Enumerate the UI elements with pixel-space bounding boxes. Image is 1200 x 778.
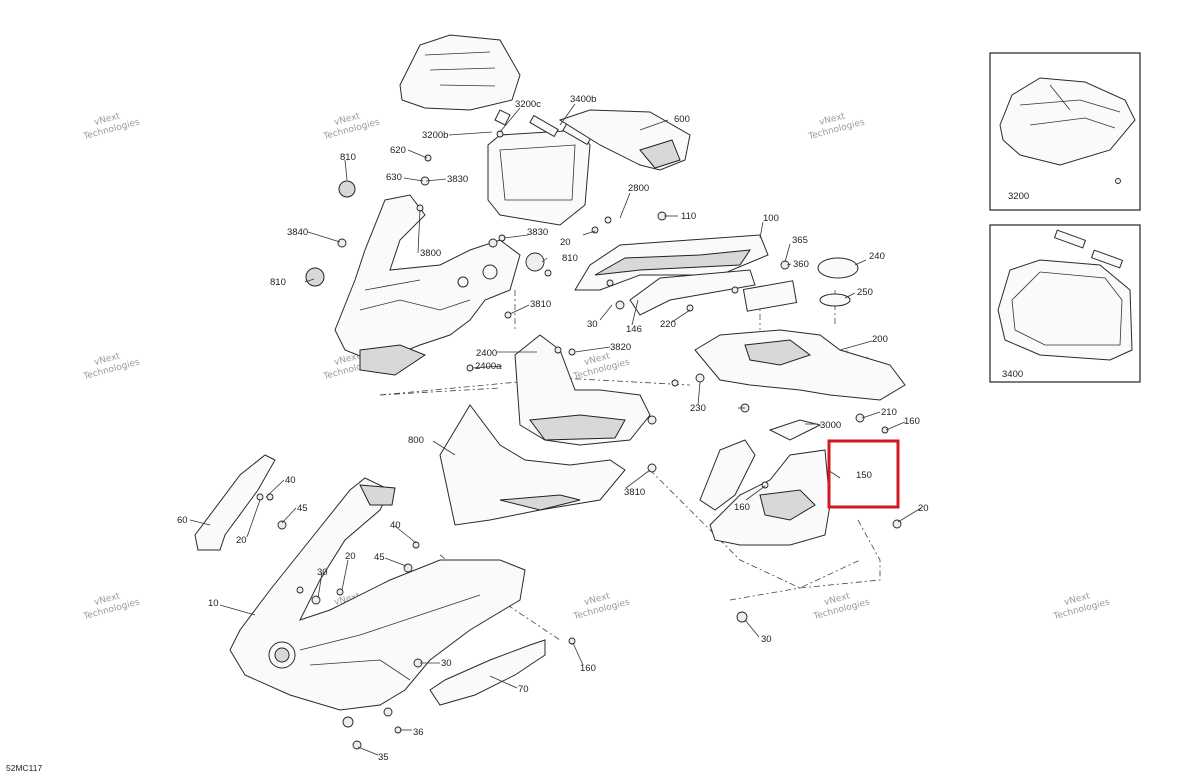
callout-30: 30 xyxy=(441,658,452,669)
callout-40: 40 xyxy=(285,475,296,486)
callout-45: 45 xyxy=(374,552,385,563)
callout-3800: 3800 xyxy=(420,248,441,259)
callout-810: 810 xyxy=(270,277,286,288)
callout-160: 160 xyxy=(734,502,750,513)
callout-3200b: 3200b xyxy=(422,130,448,141)
inset-3400: 3400 xyxy=(989,224,1141,383)
hardware xyxy=(256,130,902,750)
inset-label-3400: 3400 xyxy=(1002,369,1023,380)
part-3200-hood xyxy=(399,34,521,126)
part-10-cowl xyxy=(229,477,526,711)
callout-810: 810 xyxy=(562,253,578,264)
callout-35: 35 xyxy=(378,752,389,763)
callout-810: 810 xyxy=(340,152,356,163)
callout-labels: 3200c 3400b 3200b 600 620 810 630 3830 2… xyxy=(177,94,929,763)
leader-lines xyxy=(189,103,922,756)
callout-365: 365 xyxy=(792,235,808,246)
callout-2800: 2800 xyxy=(628,183,649,194)
callout-630: 630 xyxy=(386,172,402,183)
callout-3830: 3830 xyxy=(527,227,548,238)
part-70-strip xyxy=(429,639,546,706)
callout-70: 70 xyxy=(518,684,529,695)
inset-label-3200: 3200 xyxy=(1008,191,1029,202)
callout-3400b: 3400b xyxy=(570,94,596,105)
callout-20: 20 xyxy=(918,503,929,514)
callout-160: 160 xyxy=(904,416,920,427)
callout-160: 160 xyxy=(580,663,596,674)
callout-3830: 3830 xyxy=(447,174,468,185)
callout-45: 45 xyxy=(297,503,308,514)
callout-620: 620 xyxy=(390,145,406,156)
callout-30: 30 xyxy=(587,319,598,330)
callout-10: 10 xyxy=(208,598,219,609)
part-600 xyxy=(558,109,691,171)
callout-2400: 2400 xyxy=(476,348,497,359)
callout-600: 600 xyxy=(674,114,690,125)
callout-3820: 3820 xyxy=(610,342,631,353)
callout-360: 360 xyxy=(793,259,809,270)
callout-200: 200 xyxy=(872,334,888,345)
callout-230: 230 xyxy=(690,403,706,414)
callout-20: 20 xyxy=(345,551,356,562)
callout-3810: 3810 xyxy=(624,487,645,498)
callout-146: 146 xyxy=(626,324,642,335)
part-60-strip xyxy=(194,454,276,551)
callout-3810: 3810 xyxy=(530,299,551,310)
callout-30: 30 xyxy=(761,634,772,645)
callout-20: 20 xyxy=(236,535,247,546)
callout-800: 800 xyxy=(408,435,424,446)
callout-60: 60 xyxy=(177,515,188,526)
diagram-code: 52MC117 xyxy=(6,763,42,773)
inset-3200: 3200 xyxy=(989,52,1141,211)
callout-240: 240 xyxy=(869,251,885,262)
callout-3000: 3000 xyxy=(820,420,841,431)
callout-36: 36 xyxy=(413,727,424,738)
callout-220: 220 xyxy=(660,319,676,330)
callout-30: 30 xyxy=(317,567,328,578)
callout-110: 110 xyxy=(681,211,696,222)
callout-250: 250 xyxy=(857,287,873,298)
callout-210: 210 xyxy=(881,407,897,418)
callout-3200c: 3200c xyxy=(515,99,541,110)
callout-40: 40 xyxy=(390,520,401,531)
part-200-panel xyxy=(694,257,906,401)
callout-3840: 3840 xyxy=(287,227,308,238)
part-800-nose xyxy=(439,404,626,526)
callout-2400a: 2400a xyxy=(475,361,502,372)
part-3400-frame xyxy=(487,114,592,226)
callout-100: 100 xyxy=(763,213,779,224)
callout-150: 150 xyxy=(856,470,872,481)
part-3800-housing xyxy=(334,194,521,376)
part-100-panel xyxy=(574,234,769,316)
callout-20: 20 xyxy=(560,237,571,248)
highlight-box-150 xyxy=(827,439,900,509)
